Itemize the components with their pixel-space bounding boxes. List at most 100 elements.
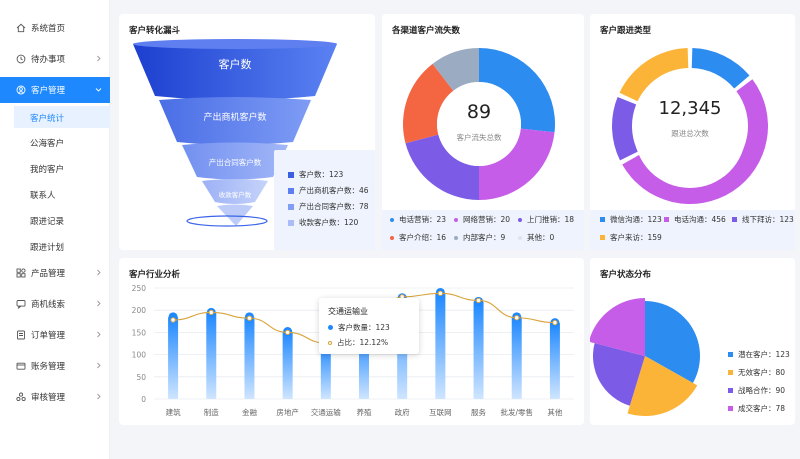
funnel-tip [217,204,253,226]
funnel-segment-1-top [133,39,337,49]
sub-item-label: 客户统计 [30,114,65,124]
sidebar-item-accounts[interactable]: 账务管理 [0,353,110,379]
trend-point [246,315,253,321]
churn-legend-item: 其他：0 [518,232,554,243]
funnel-segment-1 [133,40,337,100]
legend-swatch [600,217,605,222]
user-icon [16,85,26,95]
sub-item-label: 跟进计划 [30,243,65,253]
status-legend-item: 战略合作：90 [728,385,785,396]
status-legend-item: 无效客户：80 [728,367,785,378]
trend-point [514,315,520,321]
bar-金融[interactable] [244,316,255,399]
x-tick-label: 养殖 [357,407,372,417]
sub-item-mine[interactable]: 我的客户 [14,157,110,179]
sub-item-plans[interactable]: 跟进计划 [14,235,110,257]
funnel-segment-2 [159,97,311,145]
followup-legend-item: 电话沟通：456 [664,214,726,225]
bar-交通运输[interactable] [320,344,331,399]
slice-内部客户[interactable] [432,48,479,91]
sidebar-item-home[interactable]: 系统首页 [0,15,110,41]
churn-card: 各渠道客户流失数 89 客户流失总数 电话营销：23 网络营销：20 上门推销：… [382,14,584,250]
churn-legend-item: 电话营销：23 [390,214,446,225]
slice-线下拜访[interactable] [612,97,638,161]
chevron-right-icon [97,393,101,400]
sidebar-item-label: 商机线索 [31,300,66,310]
legend-swatch [732,217,737,222]
funnel-stage-label-4: 收款客户数 [219,190,252,199]
sidebar-item-product[interactable]: 产品管理 [0,260,110,286]
trend-point [284,329,291,336]
slice-无效客户[interactable] [627,356,698,416]
sub-item-stats[interactable]: 客户统计 [14,106,110,128]
funnel-legend-item: 产出合同客户数：78 [288,201,369,212]
legend-swatch [288,187,294,194]
slice-客户介绍[interactable] [403,63,454,144]
slice-电话沟通[interactable] [622,79,768,204]
y-tick-label: 200 [132,306,147,315]
slice-潜在客户[interactable] [645,301,700,383]
bar-互联网[interactable] [435,292,446,399]
funnel-legend-item: 收款客户数：120 [288,217,358,228]
chevron-right-icon [97,269,101,276]
y-tick-label: 100 [132,351,147,360]
sidebar-item-label: 账务管理 [31,362,66,372]
sidebar-item-todo[interactable]: 待办事项 [0,46,110,72]
slice-上门推销[interactable] [405,134,479,200]
sidebar-item-orders[interactable]: 订单管理 [0,322,110,348]
followup-legend: 微信沟通：123 电话沟通：456 线下拜访：123 客户来访：159 [590,210,795,250]
slice-电话营销[interactable] [479,48,555,133]
bar-房地产[interactable] [282,331,293,399]
status-legend-item: 潜在客户：123 [728,349,790,360]
legend-dot [454,217,458,222]
industry-tooltip: 交通运输业 客户数量：123 占比：12.12% [319,298,419,354]
churn-center-value: 89 [467,101,491,123]
trend-point [475,297,482,304]
y-tick-label: 0 [141,395,146,404]
sub-item-contacts[interactable]: 联系人 [14,183,110,205]
bar-建筑[interactable] [168,316,179,399]
legend-swatch [664,217,669,222]
followup-legend-item: 客户来访：159 [600,232,662,243]
funnel-stage-label-3: 产出合同客户数 [209,157,262,167]
chat-icon [16,300,26,309]
legend-dot [518,235,522,240]
y-tick-label: 150 [132,328,147,337]
churn-legend: 电话营销：23 网络营销：20 上门推销：18 客户介绍：16 内部客户：9 其… [382,210,584,250]
slice-客户来访[interactable] [619,48,689,102]
slice-网络营销[interactable] [479,128,555,200]
legend-swatch [728,370,733,375]
churn-legend-item: 内部客户：9 [454,232,505,243]
bar-制造[interactable] [206,312,217,399]
churn-title: 各渠道客户流失数 [392,26,461,36]
sidebar-item-label: 客户管理 [31,86,66,96]
slice-战略合作[interactable] [593,343,645,406]
sidebar-item-audit[interactable]: 审核管理 [0,384,110,410]
status-pie [590,298,700,416]
x-tick-label: 制造 [204,407,219,417]
sidebar-item-leads[interactable]: 商机线索 [0,291,110,317]
legend-swatch [288,171,294,178]
chevron-right-icon [97,331,101,338]
sub-item-records[interactable]: 跟进记录 [14,209,110,231]
x-tick-label: 其他 [547,407,563,417]
followup-legend-item: 微信沟通：123 [600,214,662,225]
trend-point [208,309,214,316]
bar-批发/零售[interactable] [511,316,522,399]
funnel-legend: 客户数：123 产出商机客户数：46 产出合同客户数：78 收款客户数：120 [274,150,375,250]
funnel-chart: 客户数 产出商机客户数 产出合同客户数 收款客户数 [133,39,337,227]
sidebar-item-customer[interactable]: 客户管理 [0,77,110,103]
churn-donut: 89 客户流失总数 [403,48,555,200]
bar-服务[interactable] [473,301,484,399]
sub-item-public[interactable]: 公海客户 [14,131,110,153]
funnel-legend-item: 客户数：123 [288,169,343,180]
tooltip-count: 客户数量：123 [328,322,390,333]
slice-成交客户[interactable] [590,298,645,356]
bar-其他[interactable] [549,322,560,399]
slice-微信沟通[interactable] [691,48,750,89]
chevron-right-icon [97,55,101,62]
tooltip-ratio: 占比：12.12% [328,337,388,348]
funnel-title: 客户转化漏斗 [129,26,181,36]
sidebar-item-label: 待办事项 [31,55,66,65]
chevron-right-icon [97,362,101,369]
